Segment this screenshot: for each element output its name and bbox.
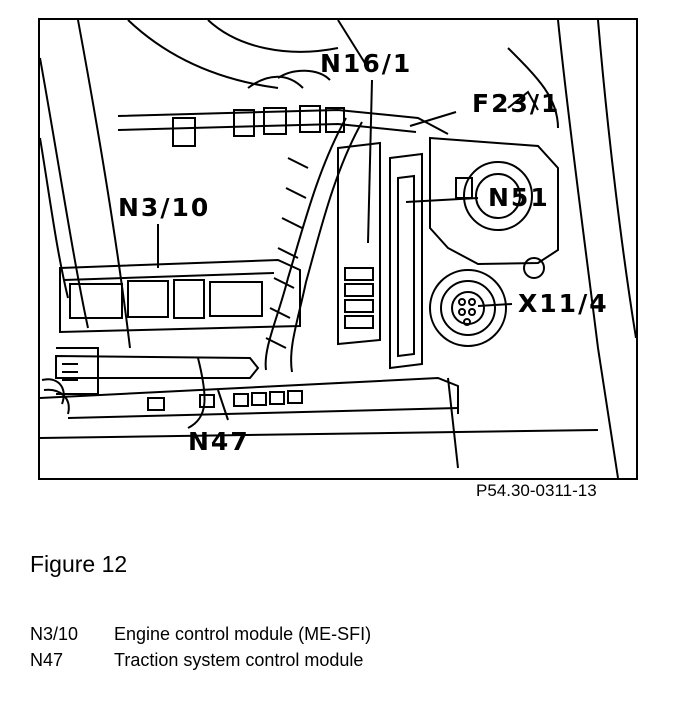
figure-caption: Figure 12 — [30, 551, 128, 577]
legend-row: N3/10 Engine control module (ME-SFI) — [30, 621, 371, 647]
callout-leaders — [157, 79, 513, 421]
leader-f23-1 — [409, 111, 457, 127]
label-x11-4: X11/4 — [518, 289, 609, 318]
engine-compartment-linework — [39, 19, 637, 479]
label-n47: N47 — [188, 427, 250, 456]
legend: N3/10 Engine control module (ME-SFI) N47… — [30, 621, 371, 673]
leader-x11-4 — [477, 303, 513, 307]
leader-n51 — [405, 197, 479, 203]
figure-reference-number: P54.30-0311-13 — [476, 481, 597, 500]
legend-description: Engine control module (ME-SFI) — [114, 624, 372, 644]
leader-n47 — [217, 389, 229, 421]
label-n3-10: N3/10 — [118, 193, 210, 222]
legend-description: Traction system control module — [114, 650, 364, 670]
label-n51: N51 — [488, 183, 550, 212]
leader-n16-1 — [367, 79, 373, 244]
component-location-drawing: N16/1 F23/1 N3/10 N51 X11/4 N47 — [38, 18, 638, 480]
legend-code: N3/10 — [30, 624, 79, 644]
label-n16-1: N16/1 — [320, 49, 412, 78]
label-f23-1: F23/1 — [472, 89, 560, 118]
legend-code: N47 — [30, 650, 64, 670]
legend-row: N47 Traction system control module — [30, 647, 371, 673]
